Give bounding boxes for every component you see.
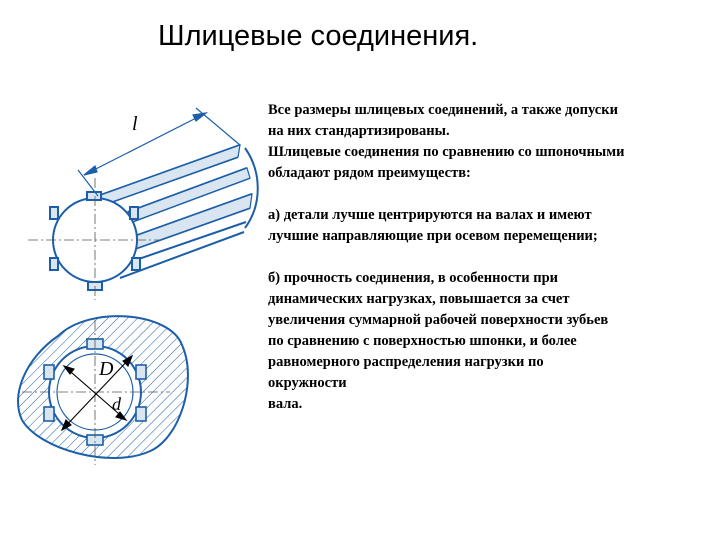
shaft-far-end	[244, 147, 259, 229]
spline-slot	[135, 406, 147, 422]
spline-ridge-fills	[94, 144, 253, 251]
extension-line	[77, 169, 99, 197]
spline-slot	[43, 364, 55, 380]
dimension-line	[83, 112, 207, 176]
inner-diameter-label: d	[112, 394, 122, 414]
arrowhead	[62, 364, 75, 375]
point-b-paragraph: б) прочность соединения, в особенности п…	[268, 268, 714, 415]
point-a-line: лучшие направляющие при осевом перемещен…	[268, 228, 598, 244]
spline-tooth-left	[49, 257, 59, 271]
spline-tooth-right	[131, 257, 141, 271]
point-a-paragraph: а) детали лучше центрируются на валах и …	[268, 205, 714, 247]
text-block: Все размеры шлицевых соединений, а также…	[268, 100, 714, 415]
length-dimension	[77, 107, 241, 197]
outer-diameter-line	[61, 355, 133, 431]
arrowhead	[83, 164, 98, 176]
point-b-line: равномерного распределения нагрузки по	[268, 354, 544, 370]
arrowhead	[115, 411, 128, 422]
spline-slot	[43, 406, 55, 422]
spline-tooth-top	[86, 191, 102, 201]
inner-diameter-line	[63, 365, 127, 421]
point-b-line: динамических нагрузках, повышается за сч…	[268, 291, 570, 307]
spline-slot	[135, 364, 147, 380]
intro-line: на них стандартизированы.	[268, 123, 450, 139]
outer-diameter-label: D	[98, 358, 114, 380]
intro-paragraph: Все размеры шлицевых соединений, а также…	[268, 100, 714, 184]
point-b-line: увеличения суммарной рабочей поверхности…	[268, 312, 609, 328]
front-centerlines	[28, 178, 162, 300]
length-label: l	[132, 113, 138, 135]
spline-tooth-right	[129, 206, 139, 220]
arrowhead	[60, 419, 72, 432]
spline-tooth-left	[49, 206, 59, 220]
arrowhead	[122, 354, 134, 367]
arrowhead	[192, 112, 209, 122]
diameter-dimensions	[60, 354, 134, 432]
spline-ridge-line	[129, 221, 247, 263]
point-b-line: вала.	[268, 396, 303, 412]
intro-line: Шлицевые соединения по сравнению со шпон…	[268, 144, 625, 160]
slide-title: Шлицевые соединения.	[158, 20, 479, 52]
point-b-line: по сравнению с поверхностью шпонки, и бо…	[268, 333, 577, 349]
point-b-line: б) прочность соединения, в особенности п…	[268, 270, 558, 286]
intro-line: Все размеры шлицевых соединений, а также…	[268, 102, 618, 118]
intro-line: обладают рядом преимуществ:	[268, 165, 471, 181]
point-a-line: а) детали лучше центрируются на валах и …	[268, 207, 592, 223]
point-b-line: окружности	[268, 375, 347, 391]
